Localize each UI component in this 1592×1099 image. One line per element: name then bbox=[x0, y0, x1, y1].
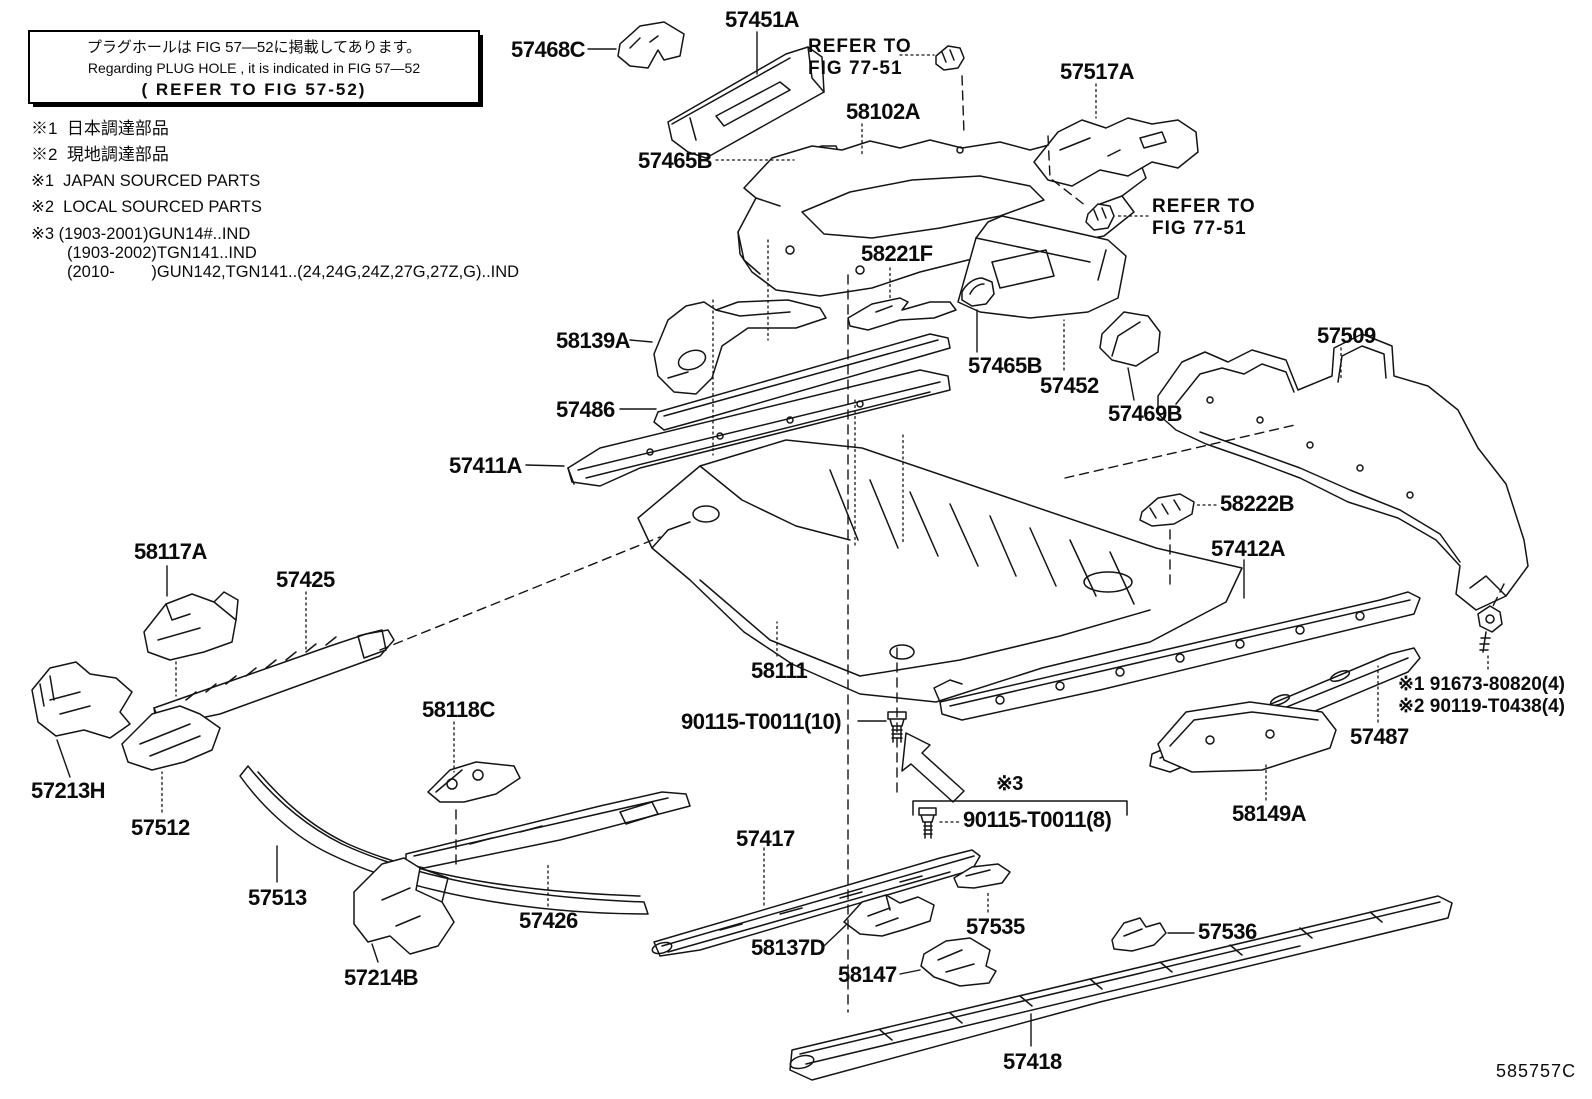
part-label-58139A: 58139A bbox=[556, 328, 631, 353]
part-label-57469B: 57469B bbox=[1108, 401, 1183, 426]
part-drawing-58221F bbox=[847, 297, 957, 331]
part-drawing-58147 bbox=[920, 937, 997, 987]
part-drawing-58118C bbox=[427, 761, 521, 803]
note-line-japanese: プラグホールは FIG 57―52に掲載してあります。 bbox=[86, 39, 422, 56]
direction-arrow bbox=[901, 732, 965, 803]
part-drawing-57411A bbox=[567, 369, 951, 487]
part-label-57452: 57452 bbox=[1040, 373, 1099, 398]
part-label-57451A: 57451A bbox=[725, 7, 800, 32]
part-label-58102A: 58102A bbox=[846, 99, 921, 124]
part-label-57465B-front: 57465B bbox=[638, 148, 713, 173]
part-drawing-clip-right bbox=[1085, 203, 1115, 231]
part-label-57486: 57486 bbox=[556, 397, 615, 422]
part-drawing-58139A bbox=[653, 299, 827, 395]
note-line-english: Regarding PLUG HOLE , it is indicated in… bbox=[87, 60, 421, 76]
part-label-57425: 57425 bbox=[276, 567, 335, 592]
part-label-57535: 57535 bbox=[966, 914, 1025, 939]
part-label-57513: 57513 bbox=[248, 885, 307, 910]
part-label-58118C: 58118C bbox=[422, 697, 495, 722]
part-label-57512: 57512 bbox=[131, 815, 190, 840]
part-drawing-57509 bbox=[1157, 333, 1529, 611]
part-label-refer-to-fig-77-51-right: REFER TO FIG 77-51 bbox=[1152, 196, 1256, 239]
part-label-57411A: 57411A bbox=[449, 453, 522, 478]
diagram-code: 585757C bbox=[1496, 1061, 1577, 1081]
part-label-58117A: 58117A bbox=[134, 539, 207, 564]
part-label-refer-to-fig-77-51-top: REFER TO FIG 77-51 bbox=[808, 36, 912, 79]
part-drawing-57536 bbox=[1111, 917, 1167, 952]
part-drawing-57535 bbox=[953, 863, 1011, 889]
construction-lines bbox=[379, 75, 1505, 1013]
part-label-57536: 57536 bbox=[1198, 919, 1257, 944]
range-bracket bbox=[912, 800, 1128, 816]
part-drawing-57418 bbox=[789, 895, 1453, 1081]
part-drawing-57213H bbox=[31, 661, 133, 739]
part-label-57509: 57509 bbox=[1317, 323, 1376, 348]
part-label-bolt-note-2: ※2 90119-T0438(4) bbox=[1398, 696, 1565, 717]
part-drawing-57465B-rear bbox=[961, 277, 995, 307]
part-drawing-57486 bbox=[653, 333, 951, 431]
part-drawing-clip-top bbox=[935, 45, 965, 71]
part-drawing-58222B bbox=[1139, 493, 1195, 527]
part-drawing-58111-floor-pan bbox=[637, 439, 1243, 703]
part-drawing-57417 bbox=[651, 849, 981, 957]
part-label-57213H: 57213H bbox=[31, 778, 106, 803]
legend-item-1: ※1 日本調達部品 bbox=[31, 119, 169, 138]
part-label-58222B: 58222B bbox=[1220, 491, 1295, 516]
leader-lines bbox=[56, 31, 1489, 1047]
part-label-bolt-note-1: ※1 91673-80820(4) bbox=[1398, 674, 1565, 695]
part-label-58149A: 58149A bbox=[1232, 801, 1307, 826]
part-label-57412A: 57412A bbox=[1211, 536, 1286, 561]
part-label-57426: 57426 bbox=[519, 908, 578, 933]
part-drawing-58149A bbox=[1157, 701, 1337, 773]
legend-item-2: ※2 現地調達部品 bbox=[31, 145, 169, 164]
part-drawing-58137D bbox=[843, 894, 935, 937]
part-label-57418: 57418 bbox=[1003, 1049, 1062, 1074]
part-drawing-57426 bbox=[405, 791, 691, 869]
part-drawing-57512 bbox=[121, 705, 221, 771]
part-label-57468C: 57468C bbox=[511, 37, 586, 62]
legend-item-5: ※3 (1903-2001)GUN14#..IND bbox=[31, 225, 251, 243]
part-label-58221F: 58221F bbox=[861, 241, 933, 266]
sourcing-legend: ※1 日本調達部品 ※2 現地調達部品 ※1 JAPAN SOURCED PARTS… bbox=[31, 116, 519, 282]
legend-item-4: ※2 LOCAL SOURCED PARTS bbox=[31, 198, 262, 216]
part-label-sym-3: ※3 bbox=[996, 773, 1023, 795]
part-drawing-58102A bbox=[737, 139, 1147, 297]
part-label-57465B-rear: 57465B bbox=[968, 353, 1043, 378]
part-drawing-57451A bbox=[667, 46, 825, 159]
part-drawing-57513 bbox=[239, 765, 649, 915]
plug-hole-note-box: プラグホールは FIG 57―52に掲載してあります。 Regarding PL… bbox=[28, 30, 480, 104]
legend-item-3: ※1 JAPAN SOURCED PARTS bbox=[31, 172, 261, 190]
part-label-58147: 58147 bbox=[838, 962, 897, 987]
part-label-57214B: 57214B bbox=[344, 965, 419, 990]
part-label-90115-T0011-10: 90115-T0011(10) bbox=[681, 709, 842, 734]
part-drawing-57468C bbox=[617, 21, 685, 69]
part-label-90115-T0011-8: 90115-T0011(8) bbox=[963, 807, 1112, 832]
note-line-refer: ( REFER TO FIG 57-52) bbox=[141, 80, 367, 99]
bolt-icon-90115-8 bbox=[918, 807, 937, 839]
part-label-58111: 58111 bbox=[751, 658, 808, 683]
part-drawing-57469B bbox=[1099, 311, 1161, 367]
part-label-57417: 57417 bbox=[736, 826, 795, 851]
part-drawing-57412A bbox=[933, 591, 1421, 721]
bolt-icon-right bbox=[1477, 605, 1503, 653]
legend-item-6: (1903-2002)TGN141..IND bbox=[67, 244, 257, 262]
part-label-57517A: 57517A bbox=[1060, 59, 1135, 84]
part-drawing-57452 bbox=[957, 215, 1127, 319]
legend-item-7: (2010- )GUN142,TGN141..(24,24G,24Z,27G,2… bbox=[67, 263, 520, 281]
part-label-58137D: 58137D bbox=[751, 935, 826, 960]
part-drawing-57517A bbox=[1033, 117, 1199, 187]
part-label-57487: 57487 bbox=[1350, 724, 1409, 749]
part-drawing-58117A bbox=[143, 591, 239, 661]
part-drawing-57214B bbox=[353, 857, 455, 955]
